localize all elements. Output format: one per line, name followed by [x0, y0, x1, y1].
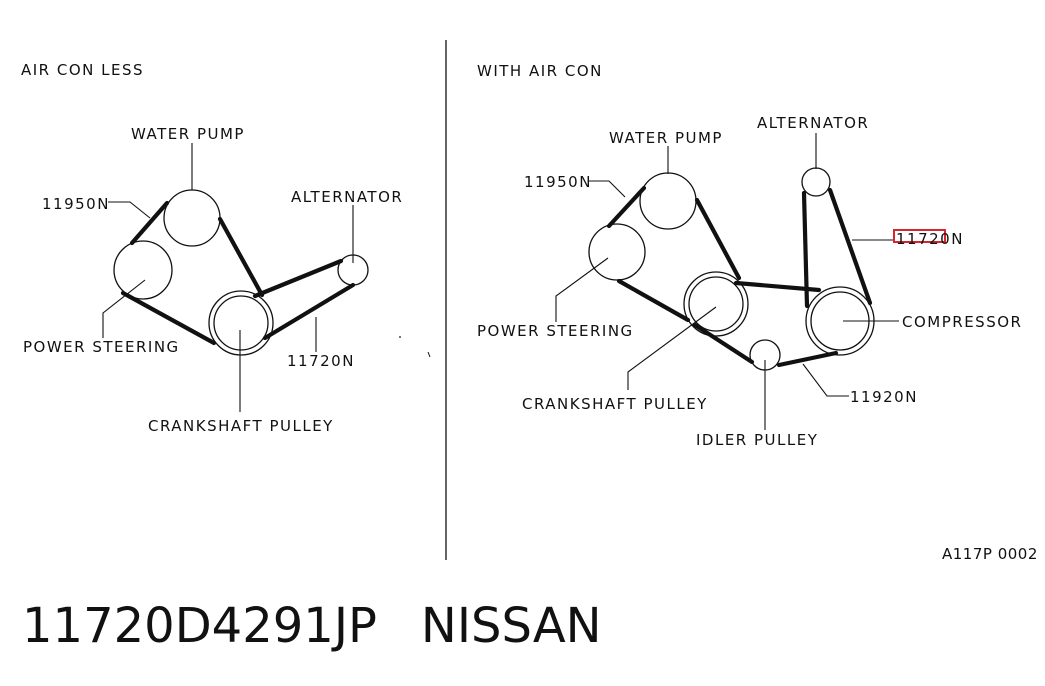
right-label-water-pump: WATER PUMP	[609, 129, 723, 147]
stray-dot	[399, 336, 401, 338]
left-power-steering-pulley	[113, 240, 173, 300]
left-water-pump-pulley	[163, 189, 221, 247]
left-crankshaft-pulley-outer	[208, 290, 274, 356]
left-label-11950n: 11950N	[42, 195, 110, 213]
left-leader-power-steering	[102, 279, 146, 338]
right-label-11720n: 11720N	[896, 230, 964, 248]
right-crankshaft-pulley-inner	[688, 276, 744, 332]
right-heading: WITH AIR CON	[477, 62, 603, 80]
right-label-idler-pulley: IDLER PULLEY	[696, 431, 818, 449]
left-heading: AIR CON LESS	[21, 61, 144, 79]
right-label-compressor: COMPRESSOR	[902, 313, 1022, 331]
right-label-11950n: 11950N	[524, 173, 592, 191]
right-label-alternator: ALTERNATOR	[757, 114, 869, 132]
right-leader-11920n	[802, 363, 849, 397]
right-belt-11920n	[692, 280, 839, 368]
brand-name: NISSAN	[420, 598, 602, 654]
part-caption: 11720D4291JP NISSAN	[22, 596, 602, 656]
left-crankshaft-pulley-inner	[213, 295, 269, 351]
right-water-pump-pulley	[639, 172, 697, 230]
left-diagram: AIR CON LESS 11950N WATER PUMP ALTERNATO…	[21, 61, 431, 435]
right-leader-11950n	[589, 180, 626, 198]
highlight-box-11720n	[893, 229, 946, 243]
left-label-crankshaft-pulley: CRANKSHAFT PULLEY	[148, 417, 334, 435]
left-belt-11950n	[120, 200, 265, 346]
right-leader-power-steering	[555, 257, 609, 322]
right-label-11920n: 11920N	[850, 388, 918, 406]
right-diagram: WITH AIR CON	[477, 62, 1022, 449]
left-leader-11950n	[108, 201, 151, 219]
right-crankshaft-pulley-outer	[683, 271, 749, 337]
left-label-power-steering: POWER STEERING	[23, 338, 180, 356]
part-number: 11720D4291JP	[22, 598, 377, 654]
left-label-11720n: 11720N	[287, 352, 355, 370]
right-belt-11950n	[606, 185, 742, 323]
right-alternator-pulley	[801, 167, 831, 197]
right-label-power-steering: POWER STEERING	[477, 322, 634, 340]
figure-code: A117P 0002	[942, 545, 1038, 563]
left-label-water-pump: WATER PUMP	[131, 125, 245, 143]
right-label-crankshaft-pulley: CRANKSHAFT PULLEY	[522, 395, 708, 413]
stray-tick	[427, 351, 431, 358]
right-leader-crankshaft	[627, 306, 717, 390]
left-belt-11720n	[252, 258, 356, 341]
left-label-alternator: ALTERNATOR	[291, 188, 403, 206]
right-power-steering-pulley	[588, 223, 646, 281]
